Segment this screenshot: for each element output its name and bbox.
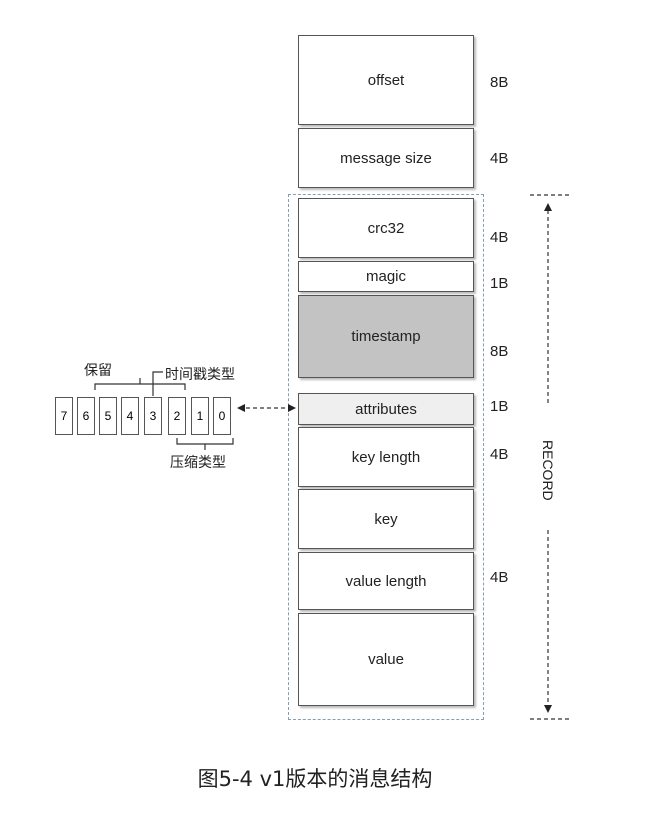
bit-5: 5 xyxy=(99,397,117,435)
size-crc32: 4B xyxy=(490,229,509,246)
caption: 图5-4 v1版本的消息结构 xyxy=(197,767,433,791)
size-key-length: 4B xyxy=(490,446,509,463)
bit-0: 0 xyxy=(213,397,231,435)
field-timestamp: timestamp xyxy=(298,295,474,378)
bit-3: 3 xyxy=(144,397,162,435)
bit-2: 2 xyxy=(168,397,186,435)
field-key-length: key length xyxy=(298,427,474,487)
size-attributes: 1B xyxy=(490,398,509,415)
field-magic: magic xyxy=(298,261,474,292)
record-label: RECORD xyxy=(540,440,556,501)
label-timestamp-type: 时间戳类型 xyxy=(165,367,235,383)
field-value-length: value length xyxy=(298,552,474,610)
size-offset: 8B xyxy=(490,74,509,91)
field-message-size: message size xyxy=(298,128,474,188)
size-timestamp: 8B xyxy=(490,343,509,360)
field-value: value xyxy=(298,613,474,706)
bit-6: 6 xyxy=(77,397,95,435)
label-compression-type: 压缩类型 xyxy=(170,455,226,471)
size-magic: 1B xyxy=(490,275,509,292)
field-offset: offset xyxy=(298,35,474,125)
bit-7: 7 xyxy=(55,397,73,435)
size-value-length: 4B xyxy=(490,569,509,586)
bit-1: 1 xyxy=(191,397,209,435)
size-message-size: 4B xyxy=(490,150,509,167)
record-dashed-box xyxy=(288,194,484,720)
field-key: key xyxy=(298,489,474,549)
field-attributes: attributes xyxy=(298,393,474,425)
label-reserved: 保留 xyxy=(84,363,112,379)
bit-4: 4 xyxy=(121,397,139,435)
field-crc32: crc32 xyxy=(298,198,474,258)
